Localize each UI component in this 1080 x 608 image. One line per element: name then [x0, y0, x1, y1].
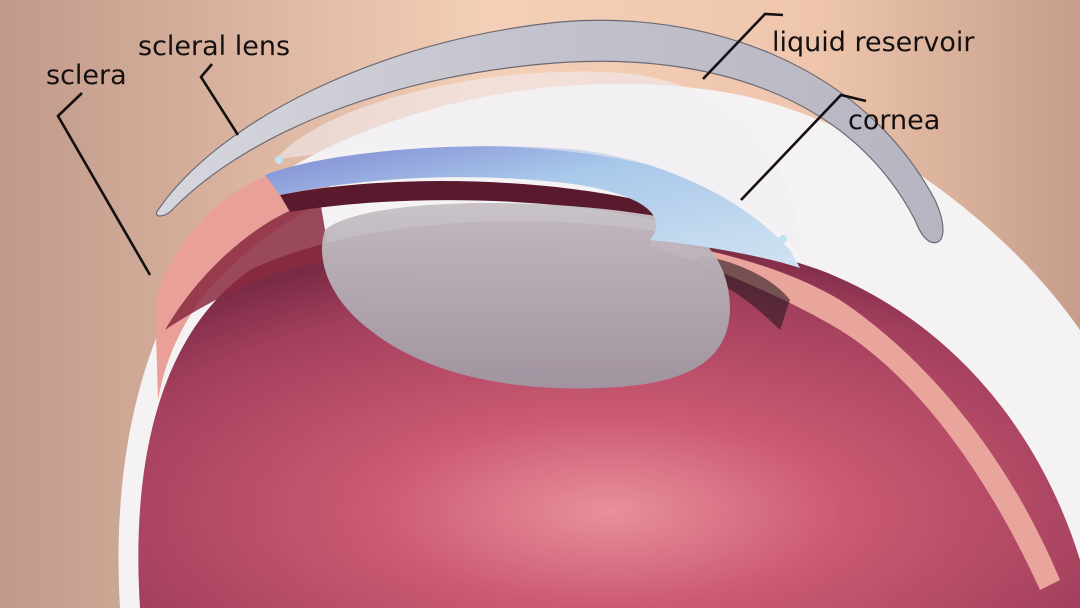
label-sclera: sclera [46, 60, 127, 91]
crystalline-lens [322, 203, 730, 389]
cornea-layer [265, 146, 800, 268]
label-scleral-lens: scleral lens [138, 31, 290, 62]
ciliary-tissue-left [155, 175, 345, 400]
label-cornea: cornea [848, 105, 940, 136]
scleral-lens-leader-line [199, 63, 240, 136]
label-liquid-reservoir: liquid reservoir [772, 27, 975, 58]
liquid-reservoir-fill [275, 71, 800, 256]
bubble [275, 156, 283, 164]
iris [280, 181, 660, 220]
scleral-lens [155, 19, 944, 244]
ciliary-muscle-left [165, 200, 330, 330]
liquid-reservoir-leader-line [702, 12, 784, 80]
sclera-leader-line [56, 92, 152, 276]
bubble [779, 235, 787, 243]
cornea-leader-line [740, 93, 867, 201]
